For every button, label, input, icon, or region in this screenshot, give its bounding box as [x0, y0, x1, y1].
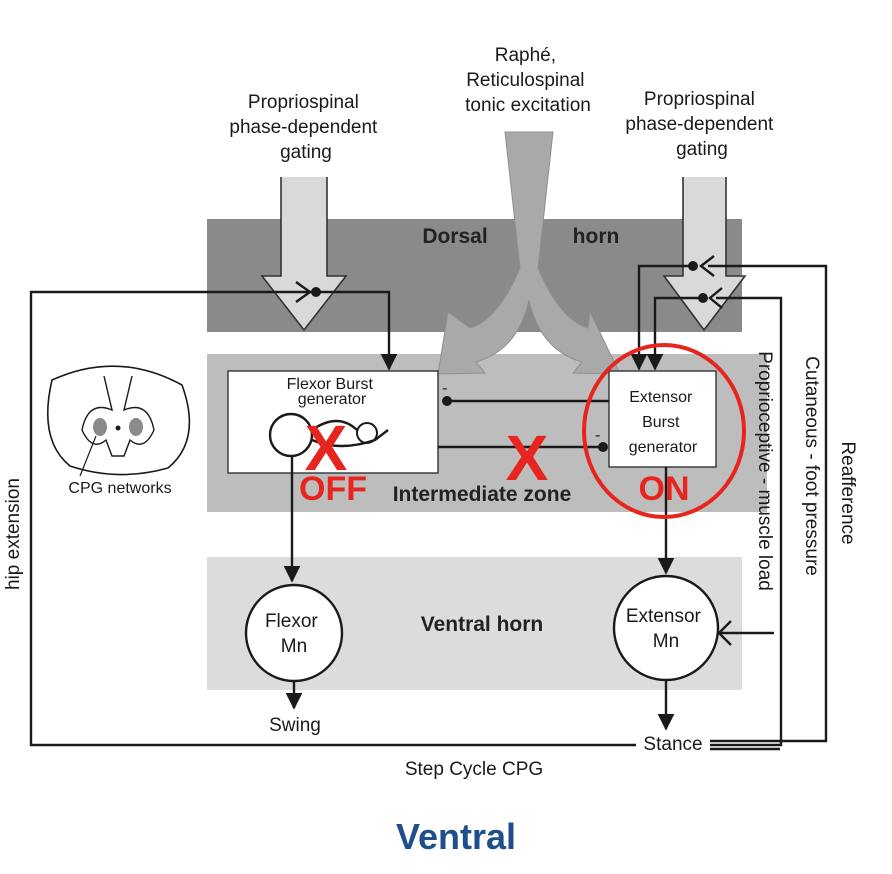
cutaneous-synapse	[708, 287, 723, 309]
extensor-motoneuron	[612, 574, 720, 682]
cutaneous-label: Cutaneous - foot pressure	[801, 356, 822, 576]
extensor-mn-label: Extensor Mn	[626, 606, 706, 652]
right-gating-label: Propriospinal phase-dependent gating	[625, 89, 778, 160]
cutaneous-gate-dot	[698, 293, 708, 303]
extensor-mn-synapse	[717, 620, 732, 646]
flexor-internal-loop	[311, 419, 389, 448]
off-label: OFF	[299, 470, 367, 508]
on-label: ON	[639, 470, 690, 508]
hip-extension-loop	[29, 290, 636, 747]
reafference-synapse	[699, 255, 715, 277]
hip-gate-dot	[311, 287, 321, 297]
horn-title: horn	[573, 225, 620, 248]
cpg-networks-label: CPG networks	[68, 480, 171, 497]
dorsal-title: Dorsal	[422, 225, 487, 248]
cutaneous-loop	[710, 296, 783, 747]
extensor-generator-label: Extensor Burst generator	[629, 389, 698, 456]
tonic-excitation-arrow	[437, 131, 621, 375]
flexor-generator-label: Flexor Burst generator	[287, 376, 378, 408]
inhibition-cross-mark: X	[506, 422, 549, 494]
reafference-to-extensor	[630, 264, 693, 371]
right-gating-arrow	[662, 177, 747, 332]
step-cycle-label: Step Cycle CPG	[405, 759, 543, 780]
extensor-highlight-ring	[582, 343, 746, 519]
tonic-excitation-label: Raphé, Reticulospinal tonic excitation	[465, 45, 591, 116]
intermediate-title: Intermediate zone	[393, 483, 572, 506]
proprioceptive-label: Proprioceptive - muscle load	[754, 351, 775, 591]
inhibition-sign-left: -	[442, 380, 447, 397]
reafference-gate-dot	[688, 261, 698, 271]
reafference-loop	[708, 264, 828, 743]
extensor-generator-box	[608, 370, 717, 468]
footer-label: Ventral	[396, 816, 516, 857]
inhibition-dot-left	[442, 396, 452, 406]
stance-label: Stance	[643, 734, 702, 755]
flexor-motoneuron	[244, 583, 344, 683]
flexor-mn-label: Flexor Mn	[265, 611, 323, 657]
proprioceptive-loop	[710, 631, 780, 751]
inhibition-dot-right	[598, 442, 608, 452]
reafference-label: Reafference	[837, 441, 858, 544]
left-gating-label: Propriospinal phase-dependent gating	[229, 92, 382, 163]
flexor-cross-mark: X	[305, 412, 348, 484]
spinal-cord-inset	[46, 365, 191, 477]
inhibition-sign-right: -	[595, 427, 600, 444]
swing-label: Swing	[269, 715, 321, 736]
left-gate-synapse	[295, 281, 313, 303]
ventral-title: Ventral horn	[421, 613, 544, 636]
hip-extension-label: hip extension	[3, 478, 24, 590]
